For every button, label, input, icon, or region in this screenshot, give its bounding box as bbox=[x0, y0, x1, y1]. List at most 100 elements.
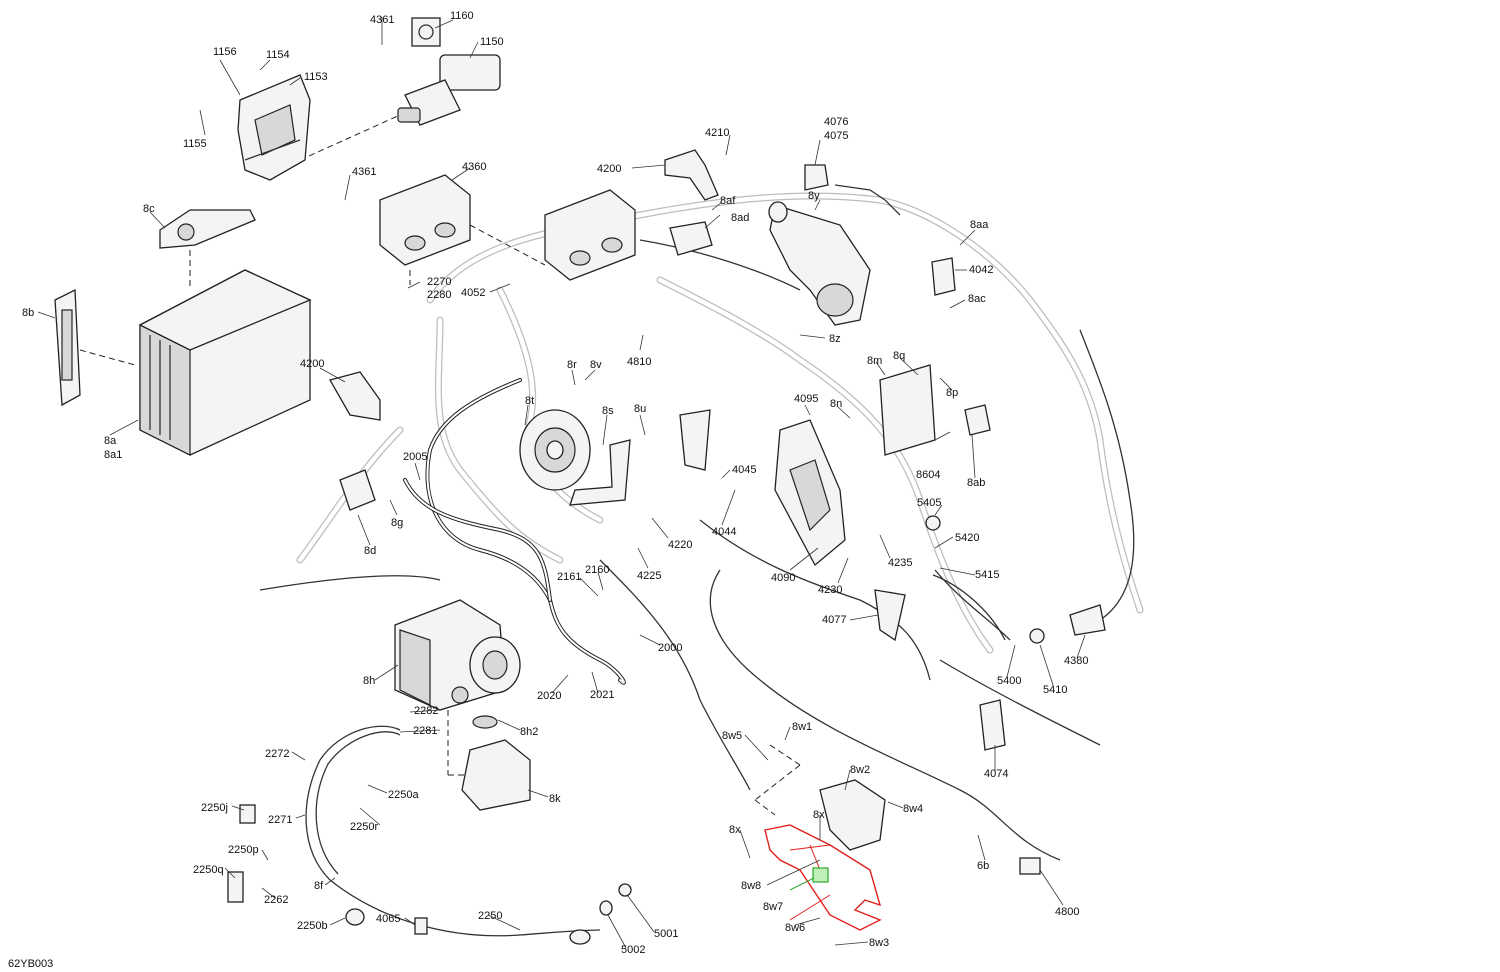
callout-label: 8r bbox=[567, 359, 577, 371]
callout-label: 8p bbox=[946, 387, 958, 399]
callout-label: 8c bbox=[143, 203, 155, 215]
terminal-2250 bbox=[569, 929, 591, 945]
battery-strap-8b bbox=[54, 288, 81, 407]
callout-labels: 1156 1154 1153 1155 4361 1160 1150 8c 43… bbox=[22, 10, 1088, 956]
label-hole bbox=[418, 24, 434, 40]
callout-label: 8h2 bbox=[520, 726, 538, 738]
abs-bracket-8k bbox=[461, 739, 531, 811]
callout-label: 4360 bbox=[462, 161, 486, 173]
clip-4074 bbox=[979, 699, 1006, 751]
callout-label: 4074 bbox=[984, 768, 1008, 780]
callout-label: 8w7 bbox=[763, 901, 783, 913]
ground-cable-5400 bbox=[932, 574, 1006, 641]
callout-label: 8y bbox=[808, 190, 820, 202]
relay-box-4360 bbox=[379, 174, 471, 266]
callout-label: 5420 bbox=[955, 532, 979, 544]
clamp-4200 bbox=[664, 149, 719, 201]
callout-label: 4220 bbox=[668, 539, 692, 551]
callout-label: 4200 bbox=[300, 358, 324, 370]
leader-lines bbox=[37, 17, 1086, 949]
callout-label: 2282 bbox=[414, 705, 438, 717]
callout-label: 8w8 bbox=[741, 880, 761, 892]
connector-4800 bbox=[1019, 857, 1041, 875]
horn-8t bbox=[519, 409, 631, 506]
battery-8a bbox=[138, 269, 312, 456]
clip-4200b bbox=[329, 371, 381, 421]
callout-label: 1160 bbox=[450, 10, 474, 22]
callout-label: 2250q bbox=[193, 864, 224, 876]
hose-clip-8u bbox=[679, 409, 711, 471]
callout-label: 4810 bbox=[627, 356, 651, 368]
callout-label: 8q bbox=[893, 350, 905, 362]
callout-label: 8aa bbox=[970, 219, 989, 231]
callout-label: 8z bbox=[829, 333, 841, 345]
callout-label: 5415 bbox=[975, 569, 999, 581]
callout-label: 8ac bbox=[968, 293, 986, 305]
callout-label: 4200 bbox=[597, 163, 621, 175]
callout-label: 4075 bbox=[824, 130, 848, 142]
callout-label: 4077 bbox=[822, 614, 846, 626]
callout-label: 2250 bbox=[478, 910, 502, 922]
module-1150 bbox=[397, 54, 501, 126]
module-8m bbox=[879, 364, 936, 456]
callout-label: 2021 bbox=[590, 689, 614, 701]
callout-label: 2280 bbox=[427, 289, 451, 301]
callout-label: 1150 bbox=[480, 36, 504, 48]
callout-label: 8a1 bbox=[104, 449, 122, 461]
callout-label: 2270 bbox=[427, 276, 451, 288]
callout-label: 2250a bbox=[388, 789, 419, 801]
relay-box-4360b bbox=[544, 189, 636, 281]
callout-label: 2250r bbox=[350, 821, 378, 833]
callout-label: 1153 bbox=[304, 71, 328, 83]
callout-label: 2000 bbox=[658, 642, 682, 654]
callout-label: 2161 bbox=[557, 571, 581, 583]
drawing-reference: 62YB003 bbox=[8, 958, 53, 970]
callout-label: 5405 bbox=[917, 497, 941, 509]
callout-label: 2262 bbox=[264, 894, 288, 906]
callout-label: 8ad bbox=[731, 212, 749, 224]
callout-label: 8u bbox=[634, 403, 646, 415]
callout-label: 4052 bbox=[461, 287, 485, 299]
callout-label: 4210 bbox=[705, 127, 729, 139]
callout-label: 4235 bbox=[888, 557, 912, 569]
callout-label: 4230 bbox=[818, 584, 842, 596]
callout-label: 8604 bbox=[916, 469, 940, 481]
callout-label: 5001 bbox=[654, 928, 678, 940]
callout-label: 5400 bbox=[997, 675, 1021, 687]
callout-label: 8a bbox=[104, 435, 117, 447]
callout-label: 8w1 bbox=[792, 721, 812, 733]
callout-label: 8v bbox=[590, 359, 602, 371]
callout-label: 1154 bbox=[266, 49, 290, 61]
module-bracket-1153 bbox=[237, 74, 311, 181]
callout-label: 6b bbox=[977, 860, 989, 872]
callout-label: 8k bbox=[549, 793, 561, 805]
callout-label: 4095 bbox=[794, 393, 818, 405]
callout-label: 8x bbox=[729, 824, 741, 836]
connector-4065 bbox=[414, 917, 428, 935]
callout-label: 2250p bbox=[228, 844, 259, 856]
wiring-harness bbox=[305, 239, 1061, 937]
callout-label: 4042 bbox=[969, 264, 993, 276]
callout-label: 8m bbox=[867, 355, 882, 367]
callout-label: 1156 bbox=[213, 46, 237, 58]
callout-label: 8w3 bbox=[869, 937, 889, 949]
callout-label: 1155 bbox=[183, 138, 207, 150]
connector-4380 bbox=[1069, 604, 1106, 636]
callout-label: 4076 bbox=[824, 116, 848, 128]
callout-label: 4225 bbox=[637, 570, 661, 582]
screw-5405 bbox=[925, 515, 941, 531]
callout-label: 8ab bbox=[967, 477, 985, 489]
callout-label: 2281 bbox=[413, 725, 437, 737]
callout-label: 8h bbox=[363, 675, 375, 687]
callout-label: 8f bbox=[314, 880, 324, 892]
highlighted-assembly-8w bbox=[764, 779, 886, 931]
callout-label: 5002 bbox=[621, 944, 645, 956]
connector-2250q bbox=[227, 871, 244, 903]
callout-label: 8n bbox=[830, 398, 842, 410]
callout-label: 8w5 bbox=[722, 730, 742, 742]
washer-5410 bbox=[1029, 628, 1045, 644]
callout-label: 2160 bbox=[585, 564, 609, 576]
callout-label: 4044 bbox=[712, 526, 736, 538]
